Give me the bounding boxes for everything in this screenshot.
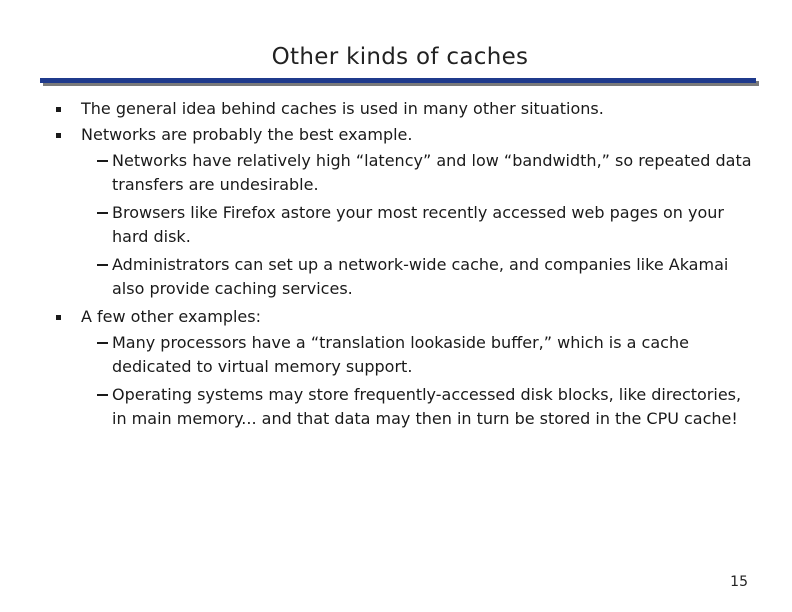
sub-bullet-item: Many processors have a “translation look…: [53, 331, 753, 379]
bullet-text: Networks are probably the best example.: [81, 125, 413, 144]
sub-bullet-text: Administrators can set up a network-wide…: [112, 255, 729, 298]
title-underline: [40, 78, 756, 83]
bullet-item: A few other examples:: [53, 305, 753, 329]
slide-content: The general idea behind caches is used i…: [53, 97, 753, 435]
dash-bullet-icon: [97, 342, 108, 344]
page-number: 15: [730, 574, 748, 590]
sub-bullet-item: Networks have relatively high “latency” …: [53, 149, 753, 197]
slide-title: Other kinds of caches: [271, 44, 529, 70]
dash-bullet-icon: [97, 212, 108, 214]
sub-bullet-text: Many processors have a “translation look…: [112, 333, 689, 376]
square-bullet-icon: [56, 133, 61, 138]
bullet-text: The general idea behind caches is used i…: [81, 99, 604, 118]
bullet-item: The general idea behind caches is used i…: [53, 97, 753, 121]
sub-bullet-item: Operating systems may store frequently-a…: [53, 383, 753, 431]
square-bullet-icon: [56, 315, 61, 320]
dash-bullet-icon: [97, 160, 108, 162]
bullet-text: A few other examples:: [81, 307, 261, 326]
sub-bullet-text: Networks have relatively high “latency” …: [112, 151, 752, 194]
dash-bullet-icon: [97, 394, 108, 396]
square-bullet-icon: [56, 107, 61, 112]
dash-bullet-icon: [97, 264, 108, 266]
sub-bullet-text: Operating systems may store frequently-a…: [112, 385, 742, 428]
bullet-item: Networks are probably the best example.: [53, 123, 753, 147]
sub-bullet-item: Administrators can set up a network-wide…: [53, 253, 753, 301]
sub-bullet-text: Browsers like Firefox astore your most r…: [112, 203, 724, 246]
sub-bullet-item: Browsers like Firefox astore your most r…: [53, 201, 753, 249]
